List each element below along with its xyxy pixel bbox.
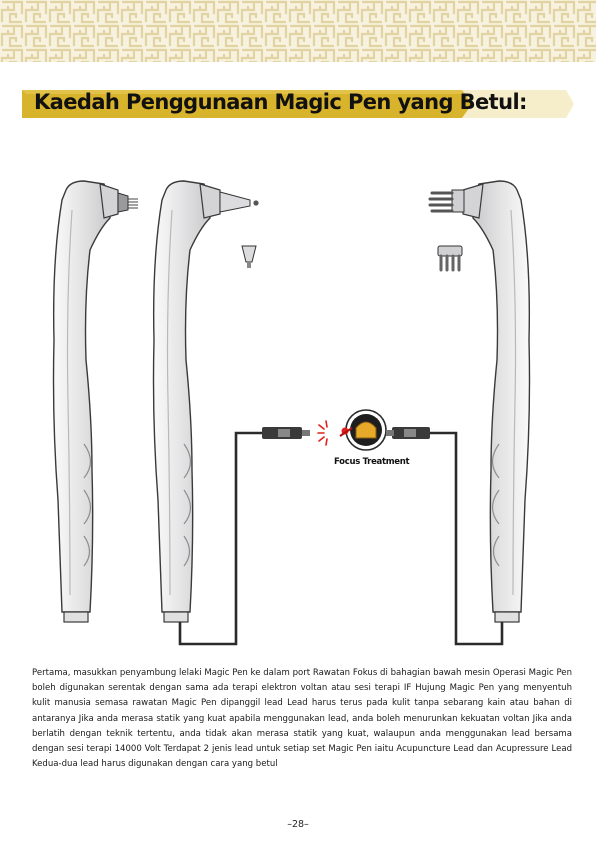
title-banner [22,90,574,118]
body-paragraph: Pertama, masukkan penyambung lelaki Magi… [32,668,572,770]
magic-pen-icon [52,180,138,623]
magic-pen-icon [152,180,259,623]
acupressure-lead-icon [428,189,465,213]
page-title: Kaedah Penggunaan Magic Pen yang Betul: [34,90,527,114]
connector-icon [262,427,310,439]
greek-key-pattern [0,0,596,62]
magic-pen-illustration [52,180,531,646]
header-pattern [0,0,596,62]
focus-treatment-label: Focus Treatment [334,457,410,467]
connector-icon [386,427,430,439]
acupuncture-lead-icon [241,245,257,268]
acupressure-lead-icon [437,245,463,272]
page-number: –28– [287,819,309,830]
spark-icon [317,420,328,446]
focus-port-icon [339,409,387,451]
magic-pen-icon [462,180,531,623]
